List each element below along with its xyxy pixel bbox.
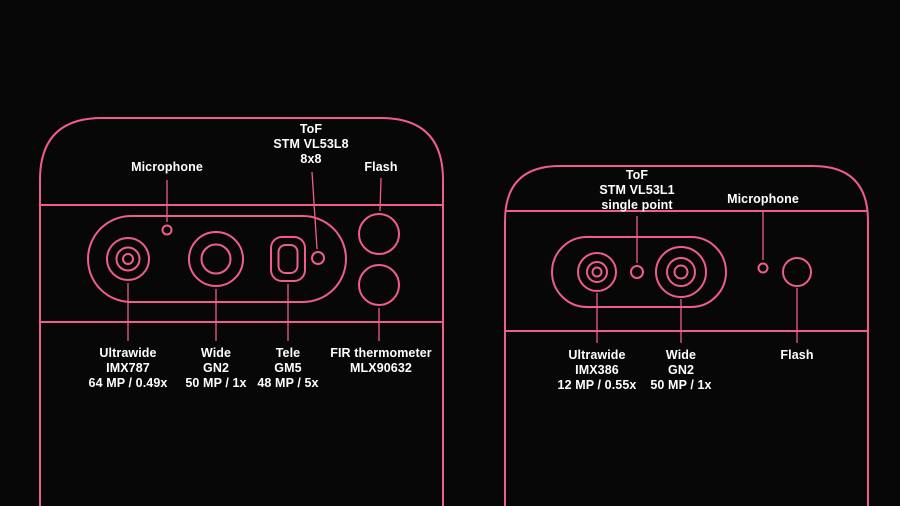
left-tele-lens xyxy=(270,236,306,282)
left-leader-lines xyxy=(127,171,382,341)
left-microphone-hole xyxy=(161,224,173,236)
label-left-wide: Wide GN2 50 MP / 1x xyxy=(185,346,247,390)
right-ultrawide-lens xyxy=(577,252,617,292)
left-phone-outline xyxy=(39,117,444,506)
left-phone xyxy=(39,117,444,506)
right-microphone-hole xyxy=(757,262,769,274)
right-camera-island xyxy=(551,236,727,308)
right-phone xyxy=(504,165,869,506)
label-left-tele: Tele GM5 48 MP / 5x xyxy=(257,346,319,390)
label-left-microphone: Microphone xyxy=(131,160,203,174)
label-right-wide: Wide GN2 50 MP / 1x xyxy=(650,348,712,392)
left-ultrawide-lens xyxy=(106,237,150,281)
left-tof-sensor xyxy=(311,251,325,265)
right-tof-sensor xyxy=(630,265,644,279)
left-camera-island xyxy=(87,215,347,303)
label-left-fir-thermometer: FIR thermometer MLX90632 xyxy=(330,346,432,375)
right-wide-lens xyxy=(655,246,707,298)
left-fir-thermometer-sensor xyxy=(358,264,400,306)
left-flash-led xyxy=(358,213,400,255)
left-wide-lens xyxy=(188,231,244,287)
label-right-ultrawide: Ultrawide IMX386 12 MP / 0.55x xyxy=(557,348,637,392)
leader-left-flash xyxy=(379,177,382,212)
right-phone-outline xyxy=(504,165,869,506)
label-right-microphone: Microphone xyxy=(727,192,799,206)
label-right-flash: Flash xyxy=(780,348,814,362)
leader-left-tof xyxy=(311,171,318,250)
label-right-tof: ToF STM VL53L1 single point xyxy=(599,168,675,212)
label-left-tof: ToF STM VL53L8 8x8 xyxy=(273,122,349,166)
right-leader-lines xyxy=(596,212,798,343)
right-flash-led xyxy=(782,257,812,287)
label-left-ultrawide: Ultrawide IMX787 64 MP / 0.49x xyxy=(88,346,168,390)
label-left-flash: Flash xyxy=(364,160,398,174)
